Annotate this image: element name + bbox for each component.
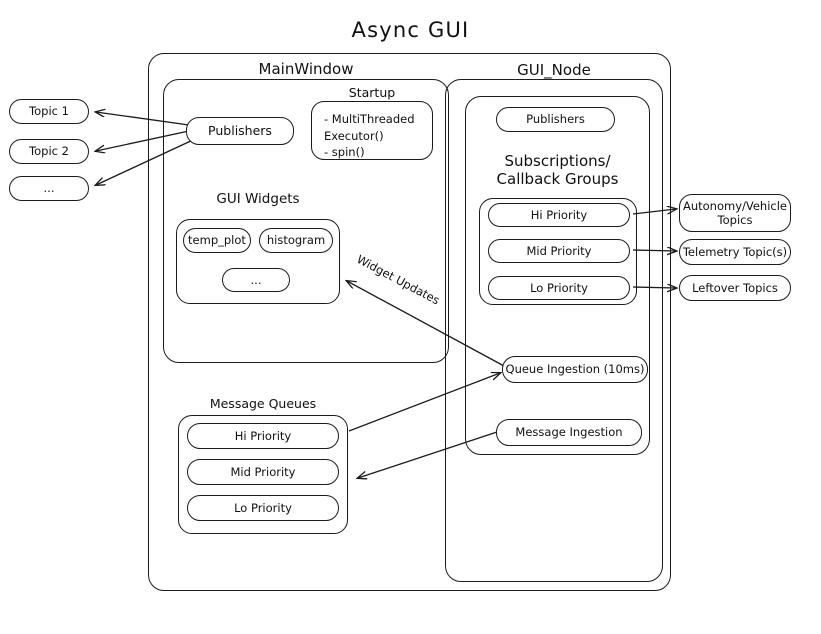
queue-mid-priority[interactable]: Mid Priority	[187, 459, 339, 485]
right-topic-autonomy-vehicle[interactable]: Autonomy/Vehicle Topics	[679, 194, 791, 232]
right-topic-telemetry[interactable]: Telemetry Topic(s)	[679, 239, 791, 265]
mainwindow-box	[163, 79, 449, 363]
queue-lo-priority[interactable]: Lo Priority	[187, 495, 339, 521]
message-queues-group	[178, 415, 348, 534]
widget-histogram[interactable]: histogram	[259, 228, 333, 253]
right-topic-leftover[interactable]: Leftover Topics	[679, 275, 791, 301]
left-topic-1[interactable]: Topic 1	[9, 99, 89, 124]
startup-label: Startup	[348, 85, 396, 100]
callback-group-hi-priority[interactable]: Hi Priority	[488, 203, 630, 227]
subscriptions-label: Subscriptions/ Callback Groups	[496, 152, 619, 189]
startup-line-2: - spin()	[324, 145, 365, 160]
widget-more[interactable]: ...	[222, 268, 290, 292]
outer-frame	[148, 53, 671, 591]
diagram-title: Async GUI	[351, 18, 470, 42]
callback-group-mid-priority[interactable]: Mid Priority	[488, 239, 630, 263]
startup-box: - MultiThreaded Executor() - spin()	[311, 101, 433, 160]
gui-widgets-label: GUI Widgets	[216, 191, 300, 207]
startup-line-1: Executor()	[324, 128, 384, 143]
mainwindow-label: MainWindow	[258, 60, 354, 78]
gui-node-outer-box	[445, 79, 663, 582]
widget-temp-plot[interactable]: temp_plot	[183, 228, 251, 253]
queue-hi-priority[interactable]: Hi Priority	[187, 423, 339, 449]
left-topic-more[interactable]: ...	[9, 176, 89, 201]
gui-widgets-group	[176, 219, 340, 304]
left-topic-2[interactable]: Topic 2	[9, 139, 89, 164]
callback-groups-group	[479, 198, 637, 305]
callback-group-lo-priority[interactable]: Lo Priority	[488, 276, 630, 300]
gui-node-label: GUI_Node	[517, 61, 591, 79]
message-ingestion-box[interactable]: Message Ingestion	[496, 419, 642, 446]
gui-node-inner-box	[465, 96, 650, 455]
startup-line-0: - MultiThreaded	[324, 112, 415, 126]
mainwindow-publishers-box: Publishers	[186, 117, 294, 145]
queue-ingestion-box[interactable]: Queue Ingestion (10ms)	[502, 356, 648, 383]
gui-node-publishers-box: Publishers	[496, 107, 615, 132]
message-queues-label: Message Queues	[209, 396, 317, 411]
